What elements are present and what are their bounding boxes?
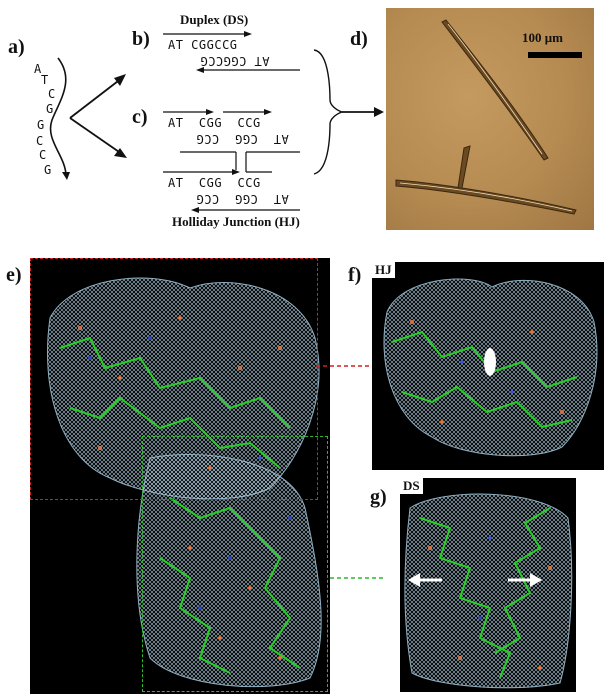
crystal-micrograph: 100 μm (386, 8, 594, 230)
scale-bar-label: 100 μm (522, 30, 563, 45)
base-7: C (39, 148, 47, 162)
scale-bar (528, 52, 582, 58)
duplex-bottom-strand: AT CGGCCG (200, 54, 270, 68)
hj-strand-4: AT CGG CCG (196, 192, 289, 206)
structure-full-view (30, 258, 330, 694)
base-5: G (37, 118, 45, 132)
crystals-image (395, 19, 577, 215)
duplex-title: Duplex (DS) (180, 12, 249, 27)
panel-label-f: f) (348, 264, 362, 286)
base-2: T (41, 73, 49, 87)
hj-region-box (30, 258, 318, 500)
base-4: G (46, 102, 54, 116)
base-8: G (44, 163, 52, 177)
base-3: C (48, 87, 56, 101)
panel-label-g: g) (370, 486, 387, 508)
panel-label-d: d) (350, 28, 368, 50)
ds-tag: DS (400, 478, 423, 494)
ds-zoom-view: DS (400, 478, 576, 692)
base-6: C (36, 134, 44, 148)
holliday-title: Holliday Junction (HJ) (172, 214, 300, 229)
hj-density-map (383, 278, 598, 457)
electron-density-map (47, 277, 322, 688)
hj-tag: HJ (372, 262, 395, 278)
base-1: A (34, 62, 42, 76)
hj-strand-2: AT CGG CCG (196, 132, 289, 146)
ds-region-box (142, 436, 328, 692)
panel-label-e: e) (6, 264, 22, 286)
panel-label-c: c) (132, 106, 148, 128)
hj-strand-1: AT CGG CCG (168, 116, 261, 130)
panel-label-a: a) (8, 36, 25, 58)
schematic-arrows (49, 31, 384, 213)
duplex-top-strand: AT CGGCCG (168, 38, 238, 52)
hj-zoom-view: HJ (372, 262, 604, 470)
hj-strand-3: AT CGG CCG (168, 176, 261, 190)
panel-label-b: b) (132, 28, 150, 50)
sequence-strand: A T C G G C C G (34, 56, 74, 196)
ds-density-map (404, 493, 573, 689)
